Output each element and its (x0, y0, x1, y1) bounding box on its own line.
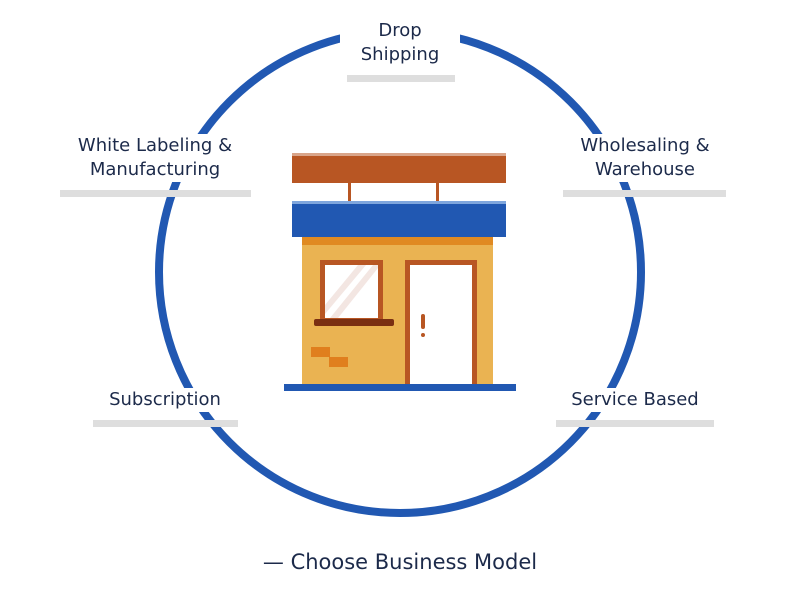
model-underline (556, 420, 714, 427)
model-label-line2: Manufacturing (89, 159, 221, 180)
diagram-caption: — Choose Business Model (262, 550, 538, 574)
model-underline (93, 420, 238, 427)
model-label-line1: Drop (378, 20, 422, 41)
model-subscription: Subscription (90, 388, 240, 412)
model-underline (563, 190, 726, 197)
model-service-based: Service Based (555, 388, 715, 412)
model-white-labeling: White Labeling & Manufacturing (55, 134, 255, 182)
model-wholesaling: Wholesaling & Warehouse (560, 134, 730, 182)
model-underline (60, 190, 251, 197)
model-drop-shipping: Drop Shipping (340, 19, 460, 67)
model-label-line1: White Labeling & (77, 135, 233, 156)
storefront-icon (284, 153, 516, 391)
model-label-line2: Shipping (360, 44, 440, 65)
model-label-line1: Subscription (109, 389, 221, 410)
model-label-line1: Service Based (571, 389, 699, 410)
model-label-line1: Wholesaling & (580, 135, 710, 156)
model-label-line2: Warehouse (594, 159, 696, 180)
model-underline (347, 75, 455, 82)
